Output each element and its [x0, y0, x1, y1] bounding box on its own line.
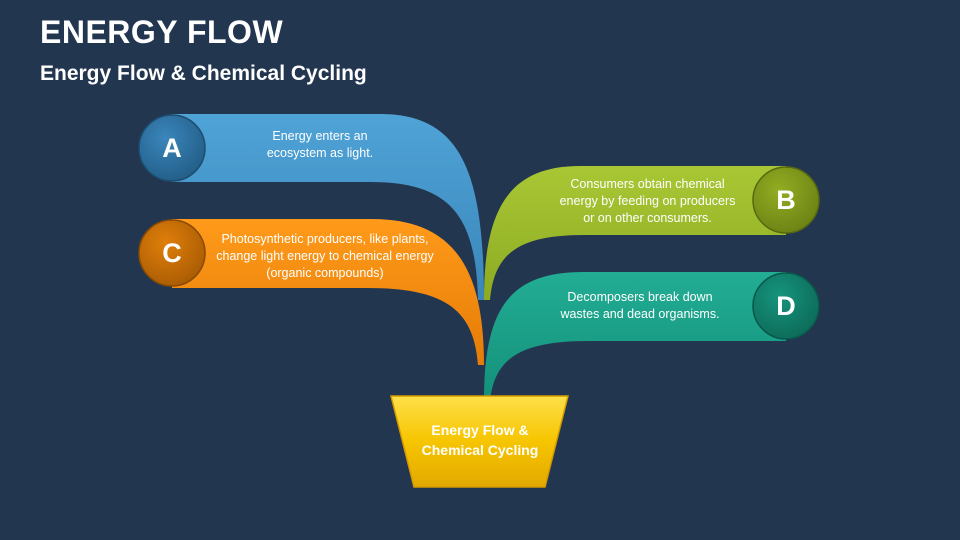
branch-d-line-2: wastes and dead organisms. — [560, 307, 720, 321]
branch-a-text: Energy enters an ecosystem as light. — [215, 128, 425, 162]
letter-a: A — [162, 132, 182, 163]
branch-d-text: Decomposers break down wastes and dead o… — [540, 289, 740, 323]
page-subtitle: Energy Flow & Chemical Cycling — [40, 62, 367, 85]
branch-d-line-1: Decomposers break down — [567, 290, 713, 304]
branch-a-ribbon — [172, 114, 484, 300]
base-label-line-2: Chemical Cycling — [421, 442, 539, 458]
branch-c-line-1: Photosynthetic producers, like plants, — [221, 232, 429, 246]
base-pot — [390, 395, 569, 488]
branch-b-line-1: Consumers obtain chemical — [570, 177, 725, 191]
letter-c: C — [162, 237, 182, 268]
page-title: ENERGY FLOW — [40, 14, 284, 50]
letter-d: D — [776, 290, 796, 321]
branch-c-line-2: change light energy to chemical energy — [216, 249, 434, 263]
branch-a-line-2: ecosystem as light. — [266, 146, 374, 160]
branch-b-text: Consumers obtain chemical energy by feed… — [535, 176, 760, 227]
letter-circle-a — [138, 114, 206, 182]
branch-b-ribbon — [484, 166, 786, 300]
letter-b: B — [776, 184, 796, 215]
letter-circle-c — [138, 219, 206, 287]
branch-b-line-2: energy by feeding on producers — [559, 194, 736, 208]
letter-circle-b — [752, 166, 820, 234]
branch-c-text: Photosynthetic producers, like plants, c… — [200, 231, 450, 282]
base-label: Energy Flow & Chemical Cycling — [400, 420, 560, 460]
branch-d-ribbon — [484, 272, 786, 400]
branch-a-line-1: Energy enters an — [272, 129, 368, 143]
branch-b-line-3: or on other consumers. — [583, 211, 712, 225]
branch-c-ribbon — [172, 219, 484, 365]
letter-circle-d — [752, 272, 820, 340]
branch-c-line-3: (organic compounds) — [266, 266, 384, 280]
base-label-line-1: Energy Flow & — [431, 422, 529, 438]
